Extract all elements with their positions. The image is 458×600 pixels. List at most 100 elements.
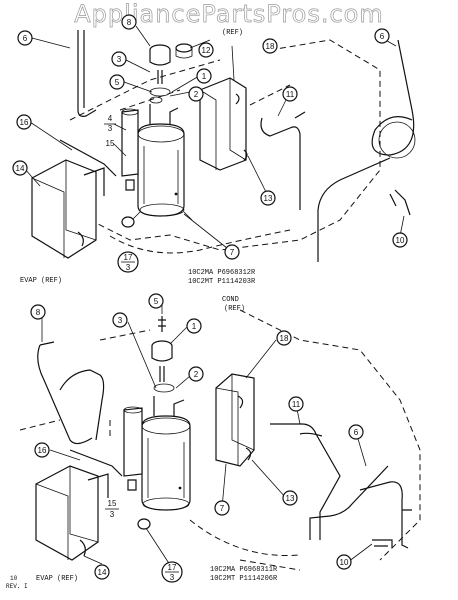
svg-text:6: 6 (380, 32, 385, 41)
compressor-upper (121, 104, 193, 221)
callout-6-lower: 6 (348, 424, 364, 440)
upper-cond-label: (REF) (222, 29, 243, 37)
evap-bracket-hooks-lower (79, 473, 109, 557)
callout-1-upper: 1 (196, 68, 212, 84)
callout-2-lower: 2 (188, 366, 204, 382)
svg-text:7: 7 (230, 248, 235, 257)
callout-7-lower: 7 (214, 500, 230, 516)
callout-5-lower: 5 (148, 293, 164, 309)
fraction-17-3-upper: 17 3 (117, 251, 139, 273)
evap-bracket-hooks-upper (77, 167, 105, 247)
evap-bracket-edges-upper (31, 160, 97, 258)
fraction-15-3-lower: 15 3 (105, 499, 119, 519)
condenser-bracket-edges-upper (199, 78, 247, 170)
terminal-parts-upper (149, 43, 193, 104)
lower-model-line-2: 10C2MT P1114206R (210, 575, 278, 583)
condenser-bracket-hooks-lower (237, 395, 252, 461)
svg-text:3: 3 (108, 124, 113, 133)
svg-text:17: 17 (124, 253, 133, 262)
tube-6-lower (309, 465, 412, 549)
svg-text:2: 2 (194, 90, 199, 99)
grommet-17-upper (121, 216, 135, 228)
callout-18-upper: 18 (262, 38, 278, 54)
svg-text:16: 16 (38, 446, 47, 455)
tube-10-upper (389, 189, 411, 216)
callout-13-lower: 13 (282, 490, 298, 506)
grommet-17-lower (137, 518, 151, 530)
lower-base-outline (19, 309, 421, 571)
callout-12-upper: 12 (198, 42, 214, 58)
tube-8-upper (77, 30, 97, 117)
callout-10-lower: 10 (336, 554, 352, 570)
callout-14-lower: 14 (94, 564, 110, 580)
svg-text:5: 5 (115, 78, 120, 87)
callout-18-lower: 18 (276, 330, 292, 346)
svg-text:15: 15 (108, 499, 117, 508)
callout-2-upper: 2 (188, 86, 204, 102)
svg-text:6: 6 (354, 428, 359, 437)
terminal-parts-lower (151, 316, 175, 393)
svg-text:11: 11 (286, 90, 295, 99)
svg-text:2: 2 (194, 370, 199, 379)
lower-diagram: 8 5 3 1 18 2 11 6 16 7 13 14 10 15 3 17 … (6, 293, 421, 590)
callout-14-upper: 14 (12, 160, 28, 176)
upper-evap-label: EVAP (REF) (20, 277, 62, 285)
lower-evap-label: EVAP (REF) (36, 575, 78, 583)
condenser-bracket-upper (199, 77, 247, 171)
condenser-bracket-edges-lower (215, 374, 255, 466)
upper-lower-curve (109, 229, 291, 254)
watermark: AppliancePartsPros.com (74, 0, 383, 28)
callout-4-upper: 43 (104, 114, 116, 133)
svg-text:11: 11 (292, 400, 301, 409)
svg-text:8: 8 (127, 18, 132, 27)
svg-text:8: 8 (36, 308, 41, 317)
grommet-15-lower (127, 479, 137, 491)
svg-text:3: 3 (110, 510, 115, 519)
svg-text:16: 16 (20, 118, 29, 127)
callout-6-upper-a: 6 (17, 30, 33, 46)
lower-cond-label-1: COND (222, 296, 239, 304)
callout-10-upper: 10 (392, 232, 408, 248)
callout-13-upper: 13 (260, 190, 276, 206)
callout-3-upper: 3 (111, 51, 127, 67)
grommet-15-upper (125, 179, 135, 191)
condenser-bracket-hooks-upper (235, 93, 248, 161)
callout-15-upper: 15 (106, 139, 115, 148)
svg-text:10: 10 (396, 236, 405, 245)
svg-text:17: 17 (168, 563, 177, 572)
leaders-upper (23, 25, 405, 253)
lower-rev-label-1: 10 (10, 575, 18, 582)
callout-11-lower: 11 (288, 396, 304, 412)
callout-3-lower: 3 (112, 312, 128, 328)
svg-text:13: 13 (286, 494, 295, 503)
lower-cond-label-2: (REF) (224, 305, 245, 313)
upper-diagram: 6 8 3 5 12 1 2 18 11 6 16 43 15 14 13 7 … (12, 14, 416, 286)
lower-rev-label-2: REV. I (6, 583, 28, 590)
lower-curve (189, 519, 301, 557)
upper-model-line-2: 10C2MT P1114203R (188, 278, 256, 286)
compressor-lower (123, 396, 191, 511)
upper-base-outline (39, 39, 381, 251)
svg-text:3: 3 (126, 263, 131, 272)
svg-text:14: 14 (16, 164, 25, 173)
tube-11-lower (270, 423, 341, 540)
svg-text:18: 18 (266, 42, 275, 51)
callout-8-upper: 8 (121, 14, 137, 30)
condenser-bracket-lower (215, 373, 255, 467)
coil-tube-6-upper (317, 39, 415, 262)
callout-8-lower: 8 (30, 304, 46, 320)
tube-8-lower (37, 341, 105, 445)
svg-text:15: 15 (106, 139, 115, 148)
tube-16-upper (59, 139, 117, 177)
svg-text:3: 3 (170, 573, 175, 582)
tube-16-lower (69, 449, 123, 477)
svg-text:10: 10 (340, 558, 349, 567)
fraction-17-3-lower: 17 3 (161, 561, 183, 583)
callout-1-lower: 1 (186, 318, 202, 334)
callout-5-upper: 5 (109, 74, 125, 90)
svg-text:6: 6 (23, 34, 28, 43)
svg-text:4: 4 (108, 114, 113, 123)
callout-7-upper: 7 (224, 244, 240, 260)
svg-text:7: 7 (220, 504, 225, 513)
